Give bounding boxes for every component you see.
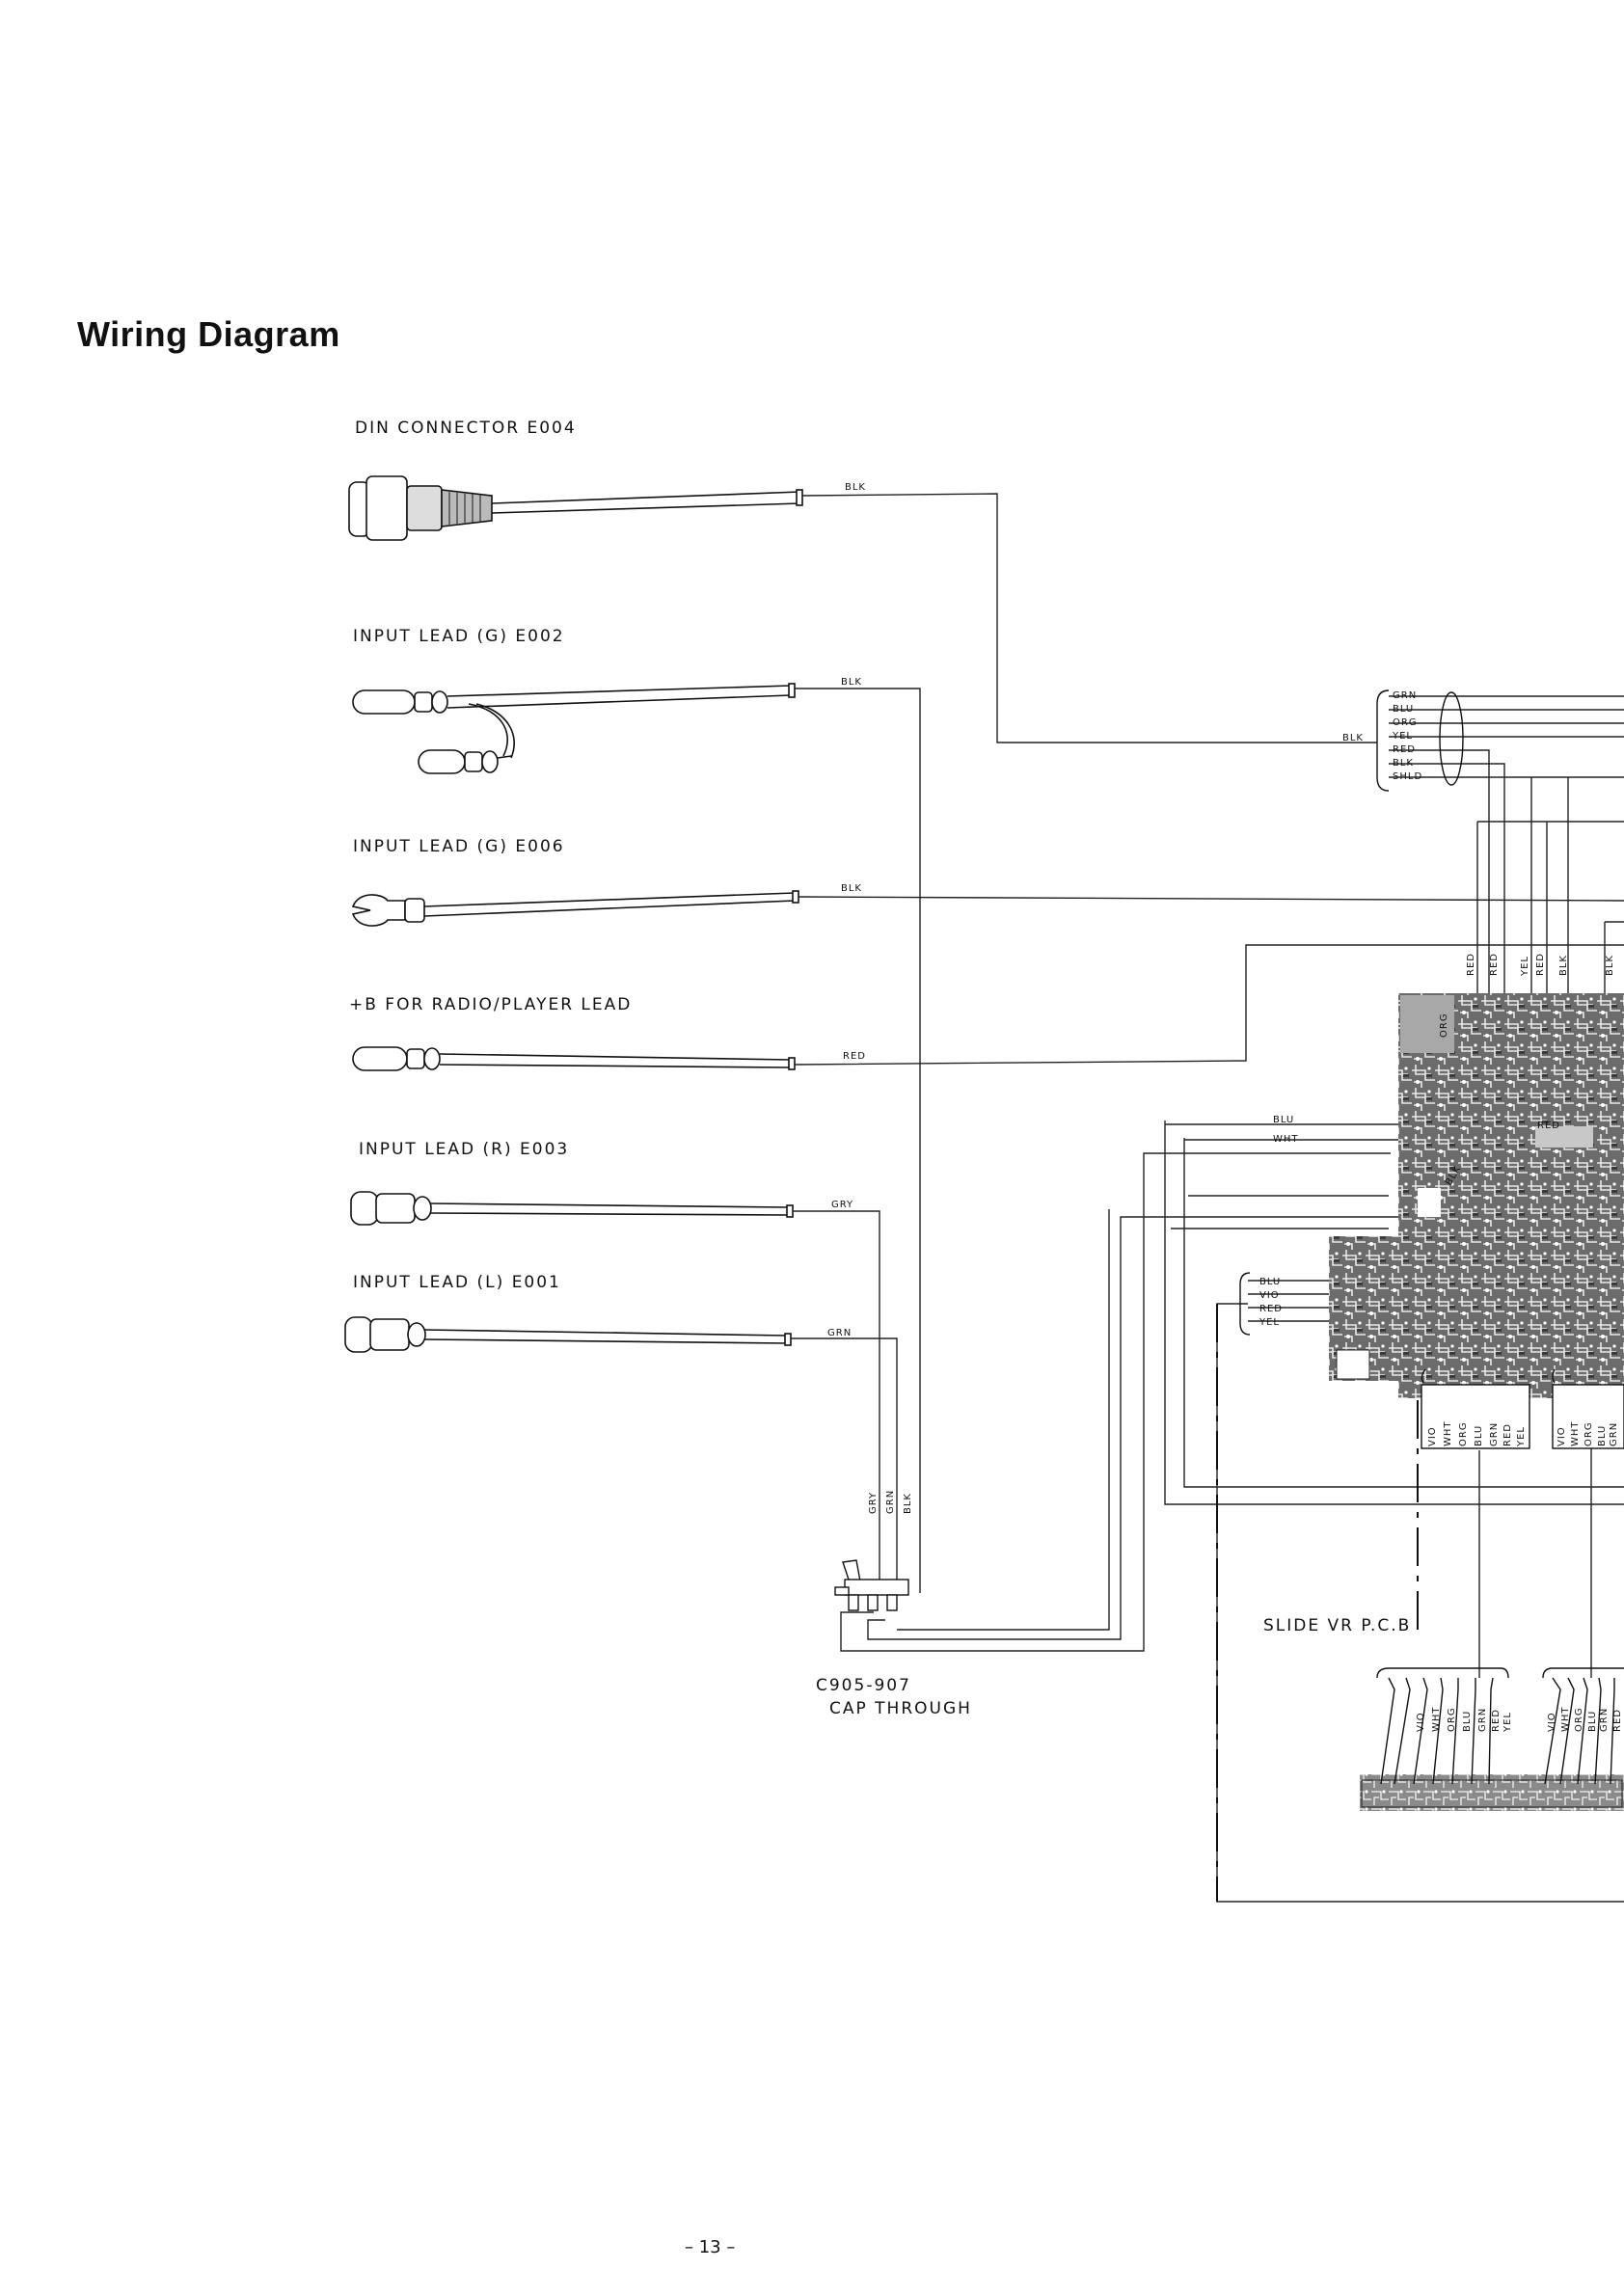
cap-through-tag: BLK [903,1493,913,1514]
side-bundle-tag: BLU [1259,1277,1281,1287]
slide-vr-tag: RED [1491,1709,1502,1732]
slide-vr-tag: GRN [1477,1708,1488,1732]
pcb-bottom-tag: ORG [1458,1421,1469,1446]
slide-vr-tag: RED [1612,1709,1623,1732]
side-bundle-tag: RED [1259,1304,1283,1314]
input-lead-r-e003-label: INPUT LEAD (R) E003 [359,1140,570,1159]
wire-tag-e002: BLK [841,677,862,688]
input-lead-g-e002-label: INPUT LEAD (G) E002 [353,627,565,646]
side-bundle-brace [1239,1272,1251,1336]
din-bundle-tag: SHLD [1393,771,1422,782]
pcb-bottom-bundles [1376,1368,1624,1679]
slide-vr-pcb-label: SLIDE VR P.C.B [1263,1616,1412,1635]
page-title: Wiring Diagram [77,314,340,354]
din-bundle-tag: ORG [1393,717,1418,728]
cap-through-id-label: C905-907 [816,1676,911,1695]
side-bundle-tag: YEL [1259,1317,1280,1328]
pcb-bottom-tag: WHT [1443,1420,1453,1446]
wire-tag-e001: GRN [827,1328,852,1338]
din-bundle-brace [1376,689,1464,792]
input-lead-l-e001-drawing [344,1316,792,1353]
wire-tag-din: BLK [845,482,866,493]
din-bundle-tag: YEL [1392,731,1413,742]
pcb-bottom-tag: VIO [1556,1426,1567,1446]
slide-vr-tag: WHT [1560,1706,1571,1732]
input-lead-g-e006-label: INPUT LEAD (G) E006 [353,837,565,856]
wire-tag-din-bundle-join: BLK [1342,733,1364,743]
pcb-bottom-tag: GRN [1609,1422,1619,1446]
wire-tag-e003: GRY [831,1200,853,1210]
input-lead-g-e002-drawing [352,683,796,774]
slide-vr-tag: BLU [1587,1711,1598,1732]
main-pcb-top-tag: YEL [1520,956,1530,977]
slide-vr-tag: ORG [1574,1707,1584,1732]
pcb-bottom-tag: BLU [1474,1425,1484,1446]
main-pcb-inner-tag: RED [1537,1121,1560,1131]
slide-vr-tag: ORG [1447,1707,1457,1732]
slide-vr-tag: VIO [1416,1712,1426,1732]
din-connector-label: DIN CONNECTOR E004 [355,419,577,438]
din-bundle-tag: BLK [1393,758,1414,769]
pcb-bottom-tag: VIO [1427,1426,1438,1446]
main-pcb-top-tag: RED [1489,953,1500,976]
pcb-bottom-tag: YEL [1516,1426,1527,1447]
main-pcb-left-tag: BLU [1273,1115,1294,1125]
din-bundle-tag: RED [1393,744,1416,755]
main-pcb-inner-tag: ORG [1439,1013,1449,1038]
side-bundle-tag: VIO [1259,1290,1280,1301]
slide-vr-tag: VIO [1547,1712,1557,1732]
slide-vr-pcb [1360,1774,1624,1811]
main-pcb-top-tag: BLK [1605,955,1615,976]
slide-vr-tag: WHT [1431,1706,1442,1732]
din-bundle-tag: BLU [1393,704,1414,715]
input-lead-l-e001-label: INPUT LEAD (L) E001 [353,1273,561,1292]
input-lead-g-e006-drawing [351,890,799,927]
plus-b-lead-drawing [352,1046,796,1071]
slide-vr-tag: GRN [1599,1708,1610,1732]
cap-through-name-label: CAP THROUGH [829,1699,972,1718]
wire-tag-e006: BLK [841,883,862,894]
main-pcb-top-tag: RED [1535,953,1546,976]
slide-vr-fanout [1380,1677,1615,1785]
input-lead-r-e003-drawing [350,1191,794,1226]
din-bundle-tag: GRN [1393,690,1417,701]
pcb-bottom-tag: ORG [1583,1421,1594,1446]
main-pcb-top-tag: BLK [1558,955,1569,976]
plus-b-lead-label: +B FOR RADIO/PLAYER LEAD [349,995,633,1014]
pcb-bottom-tag: GRN [1489,1422,1500,1446]
cap-through-tag: GRY [868,1492,879,1514]
main-pcb-left-tag: WHT [1273,1134,1299,1145]
pcb-bottom-tag: WHT [1570,1420,1581,1446]
din-connector-drawing [348,475,803,541]
main-pcb [1329,993,1624,1398]
page-number: – 13 – [685,2237,736,2257]
cap-through-component [834,1559,909,1611]
main-pcb-top-tag: RED [1466,953,1476,976]
slide-vr-tag: YEL [1502,1712,1513,1733]
cap-through-tag: GRN [885,1490,896,1514]
pcb-bottom-tag: BLU [1597,1425,1608,1446]
chassis-boundary [1216,1304,1419,1902]
pcb-bottom-tag: RED [1502,1423,1513,1446]
slide-vr-tag: BLU [1462,1711,1473,1732]
wire-runs [791,493,1624,1903]
wire-tag-plus-b: RED [843,1051,866,1062]
